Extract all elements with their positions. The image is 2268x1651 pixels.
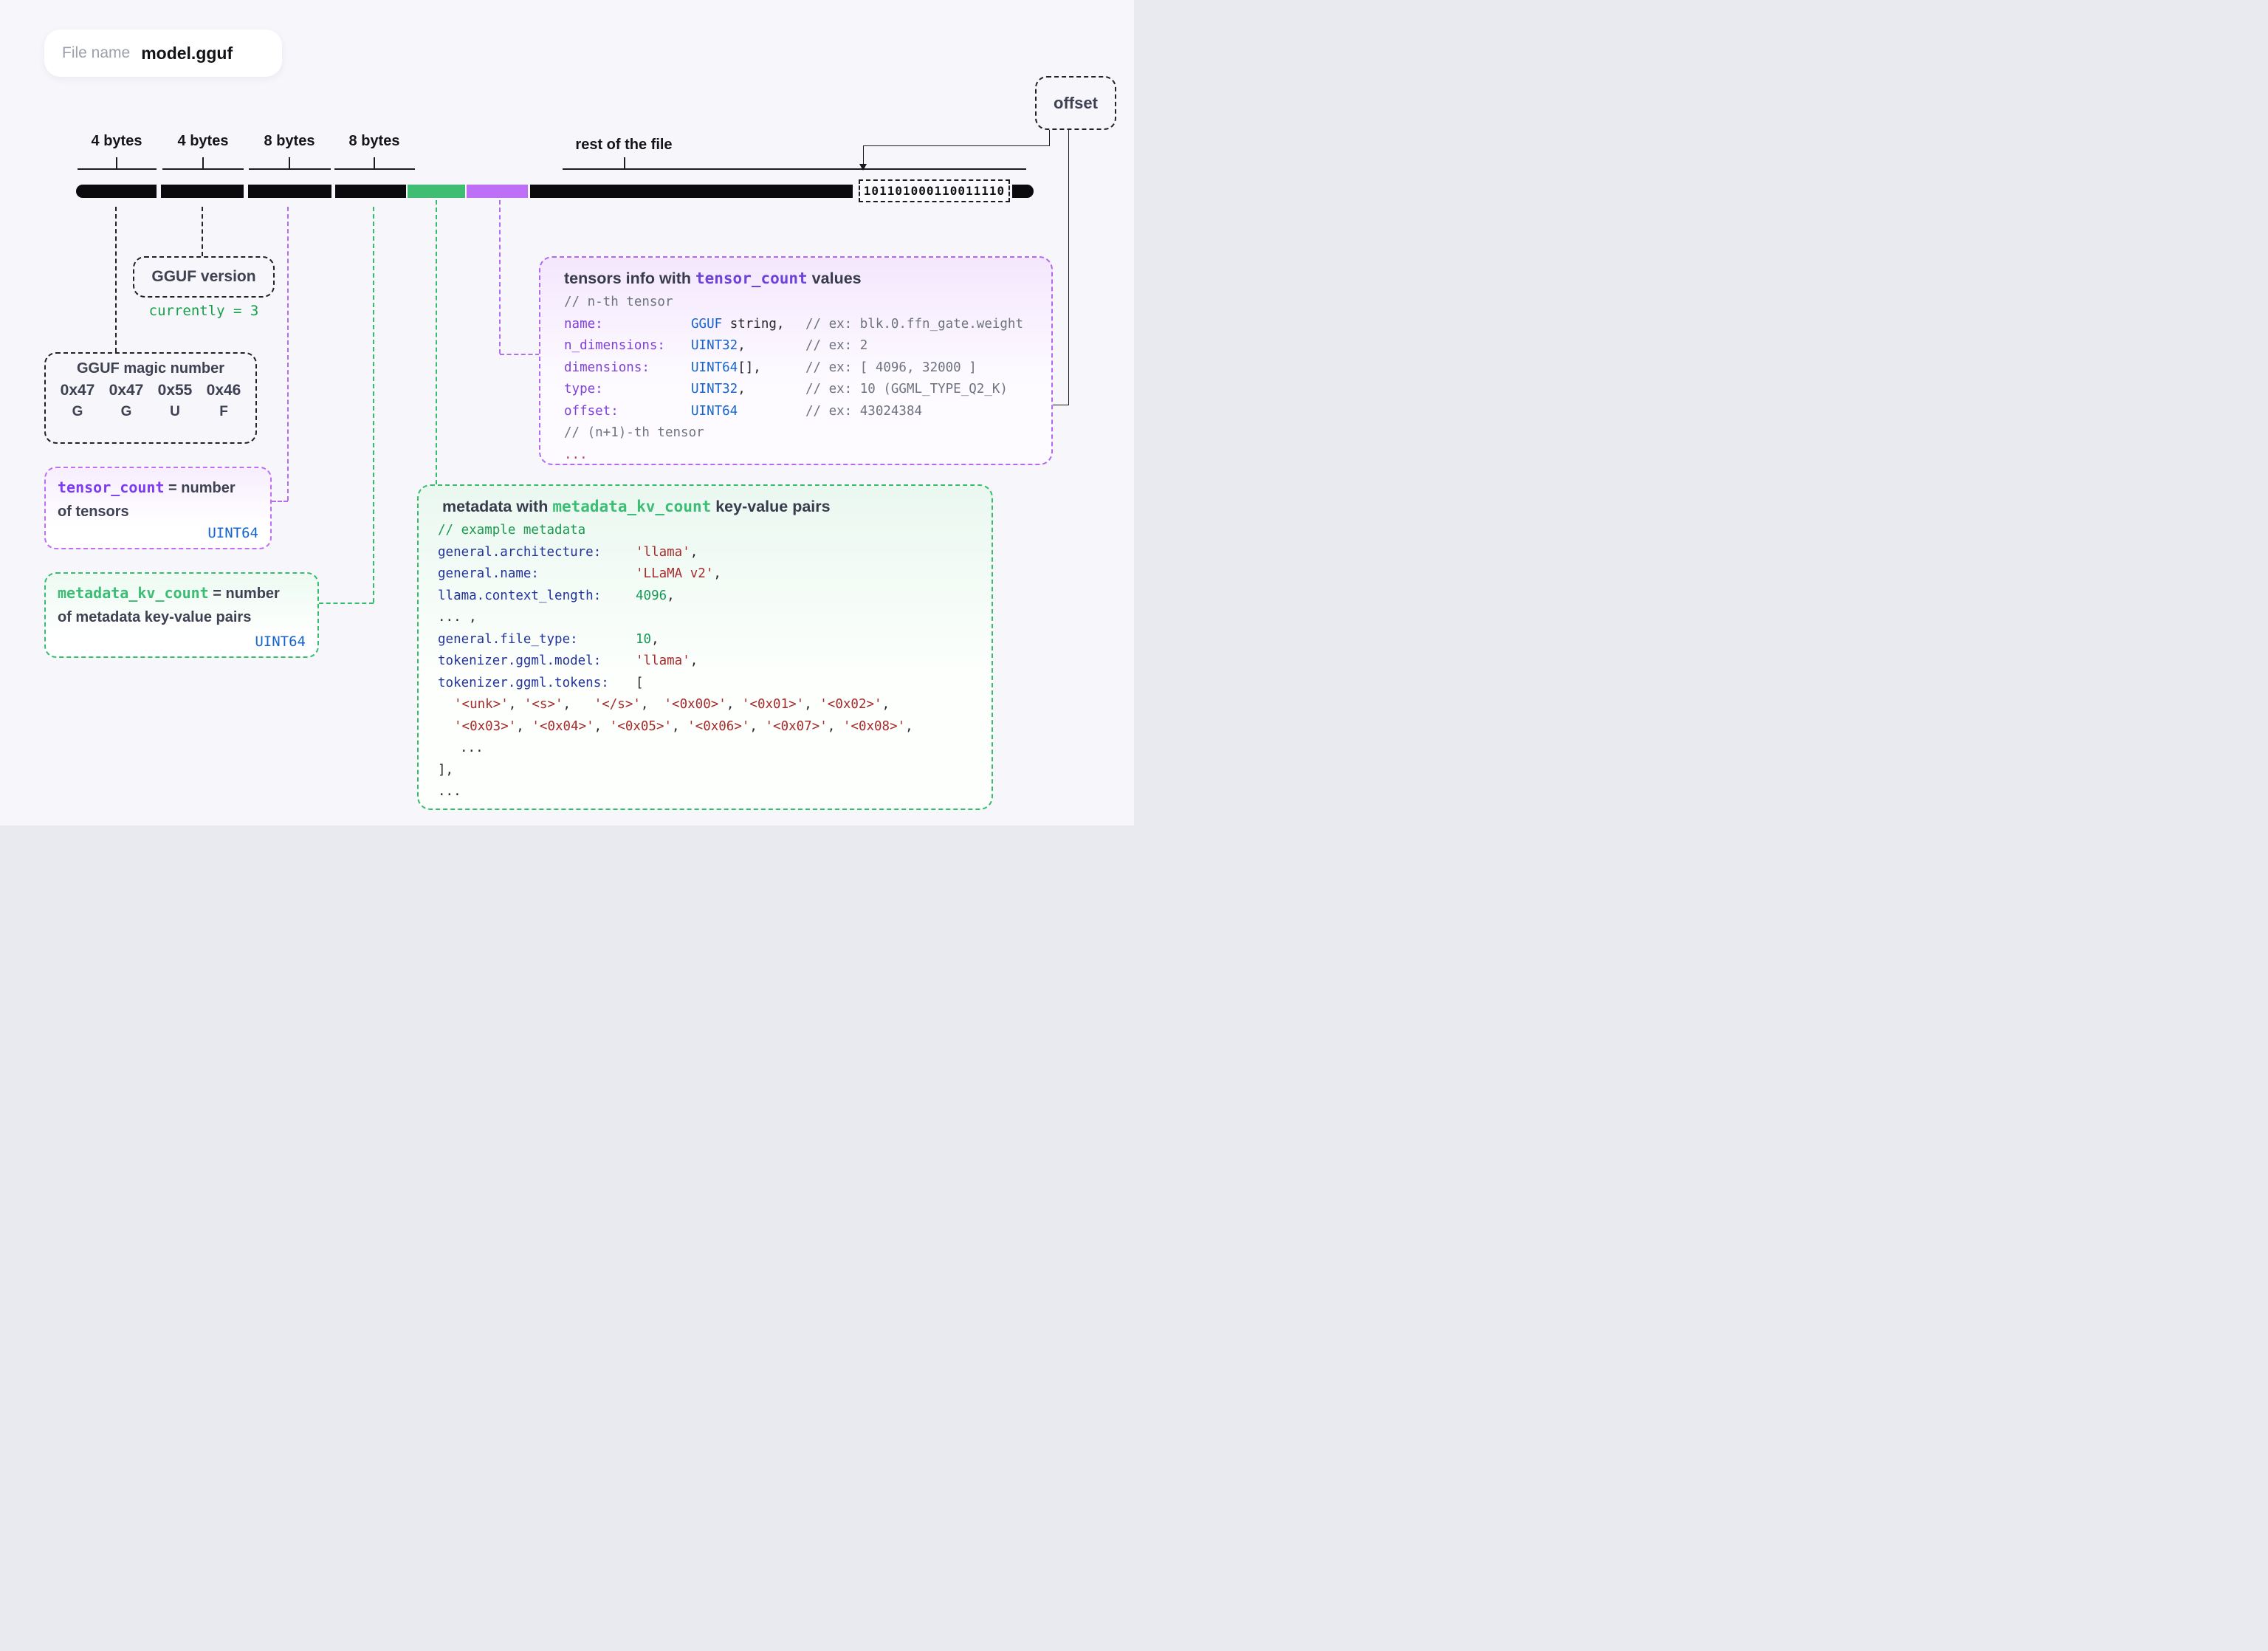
leader-tensor-count-elbow xyxy=(272,501,288,502)
bracket-tick xyxy=(116,157,117,168)
code-line: dimensions:UINT64[],// ex: [ 4096, 32000… xyxy=(564,360,977,375)
offset-label: offset xyxy=(1054,93,1098,112)
bar-segment-tensor-count xyxy=(248,185,331,198)
metadata-kv-keyword: metadata_kv_count xyxy=(58,584,209,602)
binary-offset-box: 101101000110011110 xyxy=(859,179,1010,202)
gguf-magic-char-row: G G U F xyxy=(46,404,255,420)
byte-label-magic: 4 bytes xyxy=(91,133,142,149)
gguf-magic-hex-row: 0x47 0x47 0x55 0x46 xyxy=(46,382,255,399)
code-line: name:GGUF string,// ex: blk.0.ffn_gate.w… xyxy=(564,316,1024,332)
offset-arrowhead-down xyxy=(859,164,867,171)
code-line: tokenizer.ggml.tokens:[ xyxy=(438,675,644,690)
rest-of-file-label: rest of the file xyxy=(575,137,673,153)
tensors-info-box: tensors info with tensor_count values //… xyxy=(539,256,1053,465)
bracket-line-rest xyxy=(563,168,1026,170)
code-line: offset:UINT64// ex: 43024384 xyxy=(564,403,923,419)
gguf-magic-box: GGUF magic number 0x47 0x47 0x55 0x46 G … xyxy=(44,352,257,444)
metadata-code: // example metadata general.architecture:… xyxy=(438,520,992,803)
bracket-line xyxy=(78,168,157,170)
gguf-version-note: currently = 3 xyxy=(148,303,259,319)
bracket-line xyxy=(162,168,244,170)
leader-tensor-count xyxy=(287,207,289,501)
bracket-line xyxy=(249,168,331,170)
offset-arrow-b xyxy=(1068,130,1069,405)
code-line: general.file_type:10, xyxy=(438,631,659,647)
leader-tensors-info xyxy=(499,200,501,354)
code-line: general.architecture:'llama', xyxy=(438,544,698,560)
metadata-title: metadata with metadata_kv_count key-valu… xyxy=(438,498,831,515)
file-name-label: File name xyxy=(62,44,131,61)
bar-segment-metadata xyxy=(408,185,465,198)
metadata-kv-type: UINT64 xyxy=(255,634,306,650)
code-line: ], xyxy=(438,762,454,778)
gguf-magic-title: GGUF magic number xyxy=(76,360,225,377)
code-line: // example metadata xyxy=(438,523,586,538)
bar-segment-rest xyxy=(530,185,853,198)
bracket-tick xyxy=(289,157,290,168)
magic-char: G xyxy=(120,404,132,419)
magic-char: G xyxy=(72,404,83,419)
leader-magic xyxy=(115,207,117,352)
code-line: ... , xyxy=(438,610,477,625)
magic-char: F xyxy=(219,404,228,419)
tensors-info-title: tensors info with tensor_count values xyxy=(564,270,862,287)
bar-segment-tensors-info xyxy=(467,185,528,198)
gguf-file-format-diagram: File name model.gguf offset 4 bytes 4 by… xyxy=(0,0,1134,826)
code-line: '<unk>', '<s>', '</s>', '<0x00>', '<0x01… xyxy=(454,697,890,712)
file-name-value: model.gguf xyxy=(141,43,233,63)
offset-arrow-a xyxy=(1049,130,1050,146)
tensors-code: // n-th tensor name:GGUF string,// ex: bl… xyxy=(564,292,1051,466)
bracket-tick xyxy=(624,157,625,168)
code-line: type:UINT32,// ex: 10 (GGML_TYPE_Q2_K) xyxy=(564,382,1008,397)
tensor-count-keyword: tensor_count xyxy=(58,478,165,496)
code-line: // (n+1)-th tensor xyxy=(564,425,704,440)
gguf-version-box: GGUF version xyxy=(133,256,275,298)
byte-label-version: 4 bytes xyxy=(177,133,229,149)
code-line: general.name:'LLaMA v2', xyxy=(438,566,721,581)
bracket-tick xyxy=(374,157,375,168)
leader-tensors-info-elbow xyxy=(500,354,540,355)
tensor-count-box: tensor_count = number of tensors UINT64 xyxy=(44,467,272,549)
metadata-kv-count-box: metadata_kv_count = number of metadata k… xyxy=(44,572,319,658)
metadata-kv-eq: = number xyxy=(208,586,280,602)
hex-byte: 0x47 xyxy=(60,382,95,399)
code-line: n_dimensions:UINT32,// ex: 2 xyxy=(564,338,868,353)
code-line: ... xyxy=(460,741,484,755)
bracket-line xyxy=(334,168,415,170)
binary-value: 101101000110011110 xyxy=(863,184,1006,198)
hex-byte: 0x55 xyxy=(157,382,193,399)
code-line: ... xyxy=(438,784,461,799)
magic-char: U xyxy=(170,404,180,419)
gguf-version-title: GGUF version xyxy=(151,268,256,285)
offset-callout-box: offset xyxy=(1035,76,1116,130)
leader-version xyxy=(202,207,203,256)
bar-segment-version xyxy=(161,185,244,198)
leader-metadata xyxy=(436,200,437,484)
offset-arrow-a xyxy=(863,145,1050,146)
tensor-count-type: UINT64 xyxy=(207,525,258,541)
bracket-tick xyxy=(202,157,204,168)
file-name-pill: File name model.gguf xyxy=(44,30,282,77)
tensor-count-line2: of tensors xyxy=(58,504,129,520)
code-line: '<0x03>', '<0x04>', '<0x05>', '<0x06>', … xyxy=(454,718,913,734)
bar-segment-magic xyxy=(76,185,157,198)
leader-kv-count xyxy=(373,207,374,603)
hex-byte: 0x46 xyxy=(206,382,241,399)
hex-byte: 0x47 xyxy=(109,382,144,399)
code-line: tokenizer.ggml.model:'llama', xyxy=(438,653,698,668)
byte-label-kv-count: 8 bytes xyxy=(348,133,400,149)
code-line: // n-th tensor xyxy=(564,295,673,309)
metadata-box: metadata with metadata_kv_count key-valu… xyxy=(417,484,993,810)
tensor-count-eq: = number xyxy=(164,480,236,496)
code-line: ... xyxy=(564,447,588,462)
leader-kv-count-elbow xyxy=(319,603,374,604)
code-line: llama.context_length:4096, xyxy=(438,588,675,603)
bar-segment-kv-count xyxy=(335,185,406,198)
bar-segment-end xyxy=(1012,185,1034,198)
byte-label-tensor-count: 8 bytes xyxy=(264,133,315,149)
offset-arrow-a xyxy=(863,145,864,165)
metadata-kv-line2: of metadata key-value pairs xyxy=(58,609,252,625)
